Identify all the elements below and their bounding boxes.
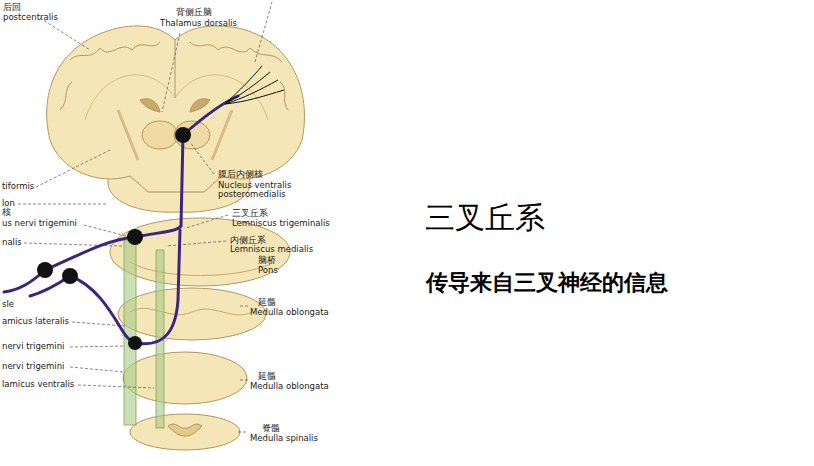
thalamus xyxy=(142,121,178,149)
anatomy-label: 延髓 xyxy=(258,372,276,381)
leader-line xyxy=(70,367,124,372)
primary-fibre xyxy=(70,276,135,343)
anatomy-label: Pons xyxy=(258,266,278,275)
cortical-fan xyxy=(225,66,284,104)
leader-line xyxy=(36,150,110,187)
anatomy-label: Lemniscus trigeminalis xyxy=(232,219,330,228)
leader-line xyxy=(78,385,154,388)
slide-caption: 传导来自三叉神经的信息 xyxy=(426,268,668,298)
anatomy-label: Thalamus dorsalis xyxy=(160,19,237,28)
longitudinal-fissure xyxy=(175,40,176,98)
leader-line xyxy=(70,346,124,347)
anatomy-label: 脑桥 xyxy=(258,256,276,265)
leader-line xyxy=(190,142,214,174)
anatomy-label: Medulla spinalis xyxy=(250,434,318,443)
internal-capsule xyxy=(118,110,232,160)
anatomy-label: Medulla oblongata xyxy=(250,308,329,317)
anatomy-label: nalis xyxy=(2,238,22,247)
trigeminal-lemniscus xyxy=(135,135,183,237)
ganglion-neuron xyxy=(37,262,53,278)
anatomy-label: us nervi trigemini xyxy=(2,219,77,228)
anatomy-label: 核 xyxy=(2,208,11,217)
trigeminal-lemniscus xyxy=(135,230,180,344)
cerebrum-section xyxy=(47,26,305,192)
leader-line xyxy=(186,215,228,228)
anatomy-label: 延髓 xyxy=(258,298,276,307)
anatomy-label: 三叉丘系 xyxy=(232,209,268,218)
anatomy-label: Nucleus ventralis posteromedialis xyxy=(218,181,306,200)
fan-fibre xyxy=(225,90,284,104)
anatomy-label: lamicus ventralis xyxy=(2,380,74,389)
leader-line xyxy=(18,204,108,205)
gyri xyxy=(70,42,160,60)
leader-line xyxy=(84,225,126,236)
thalamocortical-fibre xyxy=(183,96,238,135)
leader-line xyxy=(240,306,248,307)
anatomy-label: 背侧丘脑 xyxy=(176,8,212,17)
ventricle xyxy=(140,99,210,112)
primary-fibre xyxy=(45,237,135,270)
gyri xyxy=(190,42,282,62)
anatomy-label: amicus lateralis xyxy=(2,317,69,326)
pons-fibres xyxy=(130,262,275,276)
spinal-cord-slice xyxy=(130,414,240,450)
spinal-trigeminal-tract xyxy=(124,240,136,425)
anatomy-label: 脊髓 xyxy=(262,424,280,433)
tract-columns xyxy=(124,240,164,428)
leader-line xyxy=(238,432,246,433)
leader-line xyxy=(162,33,180,112)
leader-line xyxy=(40,18,90,50)
anatomy-label: 腹后内侧核 xyxy=(218,170,263,179)
medulla-lower-slice xyxy=(123,352,247,404)
anatomy-label: nervi trigemini xyxy=(2,342,64,351)
spinal-nucleus-neuron xyxy=(128,336,142,350)
anatomy-label: Medulla oblongata xyxy=(250,382,329,391)
pontine-neuron xyxy=(127,229,143,245)
grey-matter xyxy=(168,424,202,436)
leader-line xyxy=(255,2,272,62)
medulla-upper-slice xyxy=(118,288,266,340)
white-matter-border xyxy=(85,75,268,120)
slide-title: 三叉丘系 xyxy=(425,198,545,239)
olive-outline xyxy=(130,308,252,315)
anatomy-label: lon xyxy=(2,199,15,208)
ganglion-neuron xyxy=(62,268,78,284)
anatomy-label: tiformis xyxy=(2,182,34,191)
leader-line xyxy=(240,380,248,381)
anatomy-label: postcentralis xyxy=(3,13,58,22)
leader-line xyxy=(166,241,226,246)
anatomy-label: 后回 xyxy=(3,3,21,12)
fan-fibre xyxy=(225,80,278,104)
anatomy-label: sle xyxy=(2,300,14,309)
anatomy-label: nervi trigemini xyxy=(2,362,64,371)
anatomy-label: Lemniscus medialis xyxy=(230,245,313,254)
anatomy-label: 内侧丘系 xyxy=(230,236,266,245)
thalamic-neuron xyxy=(175,127,191,143)
